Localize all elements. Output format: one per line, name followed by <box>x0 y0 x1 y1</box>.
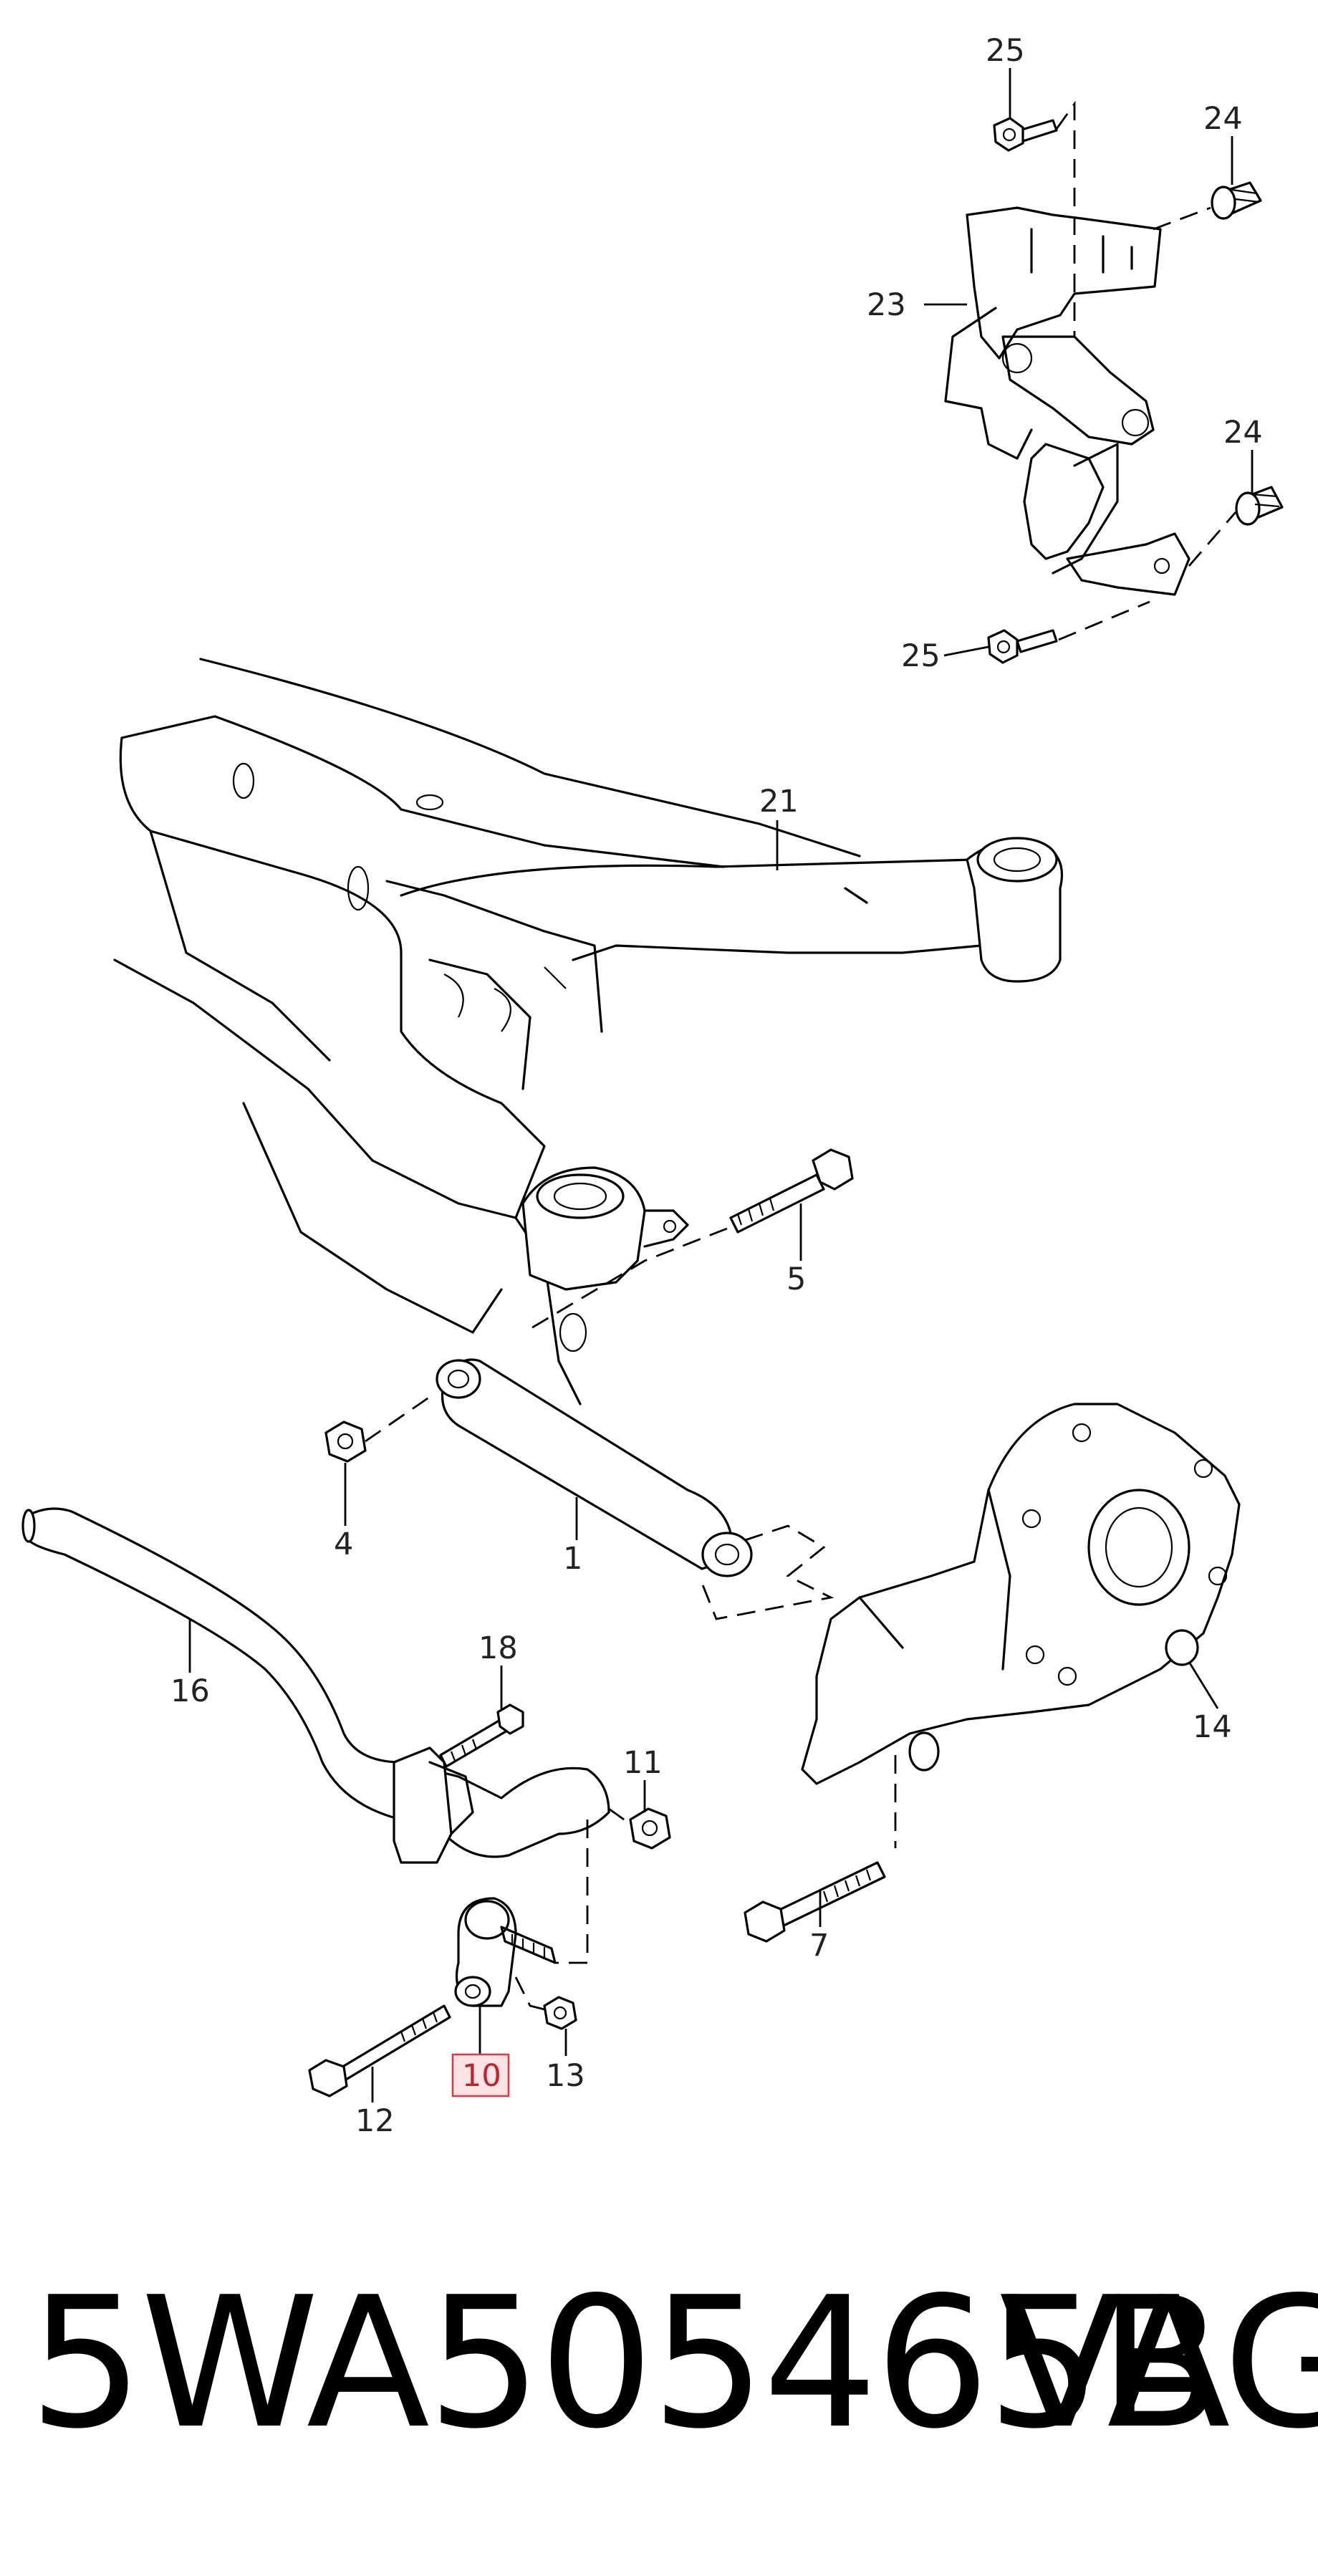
alignment-line-24-lower <box>1188 511 1237 567</box>
callout-13: 13 <box>546 2058 585 2094</box>
bolt-25-lower <box>987 629 1058 664</box>
brand-label: VAG <box>999 2259 1318 2469</box>
bolt-24-lower <box>1235 486 1284 526</box>
callout-16: 16 <box>170 1673 210 1709</box>
footer: 5WA505465B VAG <box>0 2264 1318 2464</box>
callout-18: 18 <box>478 1630 518 1666</box>
control-arm-1 <box>436 1358 753 1577</box>
leader-lines <box>188 68 1254 2102</box>
callout-7: 7 <box>809 1928 829 1964</box>
callout-5: 5 <box>787 1261 806 1297</box>
callout-24-lower: 24 <box>1223 415 1263 451</box>
alignment-line-24-upper <box>1153 206 1211 231</box>
highlight-box-10[interactable] <box>451 2053 510 2097</box>
nut-4 <box>324 1421 367 1463</box>
callout-24-upper: 24 <box>1203 101 1243 137</box>
alignment-line-5 <box>529 1227 728 1330</box>
callout-25-upper: 25 <box>986 33 1025 69</box>
callout-10-highlighted[interactable]: 10 <box>462 2058 501 2094</box>
bolt-5 <box>729 1148 854 1234</box>
callout-4: 4 <box>334 1527 353 1562</box>
alignment-line-4 <box>365 1395 430 1443</box>
wheel-carrier-14 <box>801 1403 1241 1785</box>
nut-13 <box>543 1996 577 2030</box>
stabilizer-clamp <box>393 1746 474 1864</box>
level-sensor-bracket-23 <box>944 206 1190 596</box>
nut-11 <box>629 1807 671 1850</box>
alignment-line-13 <box>514 1976 545 2011</box>
alignment-line-11 <box>608 1807 630 1825</box>
exploded-parts-diagram: 25 24 23 24 25 21 5 4 1 14 16 18 11 7 10… <box>21 33 1284 2139</box>
lower-bushing-mount <box>521 1166 689 1291</box>
alignment-line-10 <box>555 1820 589 1964</box>
callout-23: 23 <box>867 287 906 323</box>
bolt-24-upper <box>1211 181 1262 220</box>
callout-25-lower: 25 <box>901 638 941 674</box>
callout-14: 14 <box>1193 1709 1232 1745</box>
callout-21: 21 <box>759 784 799 820</box>
callout-1: 1 <box>563 1541 582 1577</box>
rear-subframe <box>113 658 861 1405</box>
callout-12: 12 <box>355 2103 395 2139</box>
bolt-7 <box>744 1861 886 1943</box>
callout-11: 11 <box>623 1745 663 1781</box>
bolt-25-upper <box>993 117 1058 152</box>
part-number: 5WA505465B <box>29 2259 1223 2469</box>
stabilizer-bar-16 <box>21 1507 610 1858</box>
bolt-18 <box>439 1703 524 1768</box>
coupling-rod-10 <box>454 1897 557 2007</box>
upper-control-arm-21 <box>400 837 1064 983</box>
alignment-line-25-upper <box>1055 100 1076 337</box>
bolt-12 <box>308 2004 451 2097</box>
alignment-line-25-lower <box>1058 600 1150 641</box>
alignment-line-1 <box>701 1524 834 1620</box>
